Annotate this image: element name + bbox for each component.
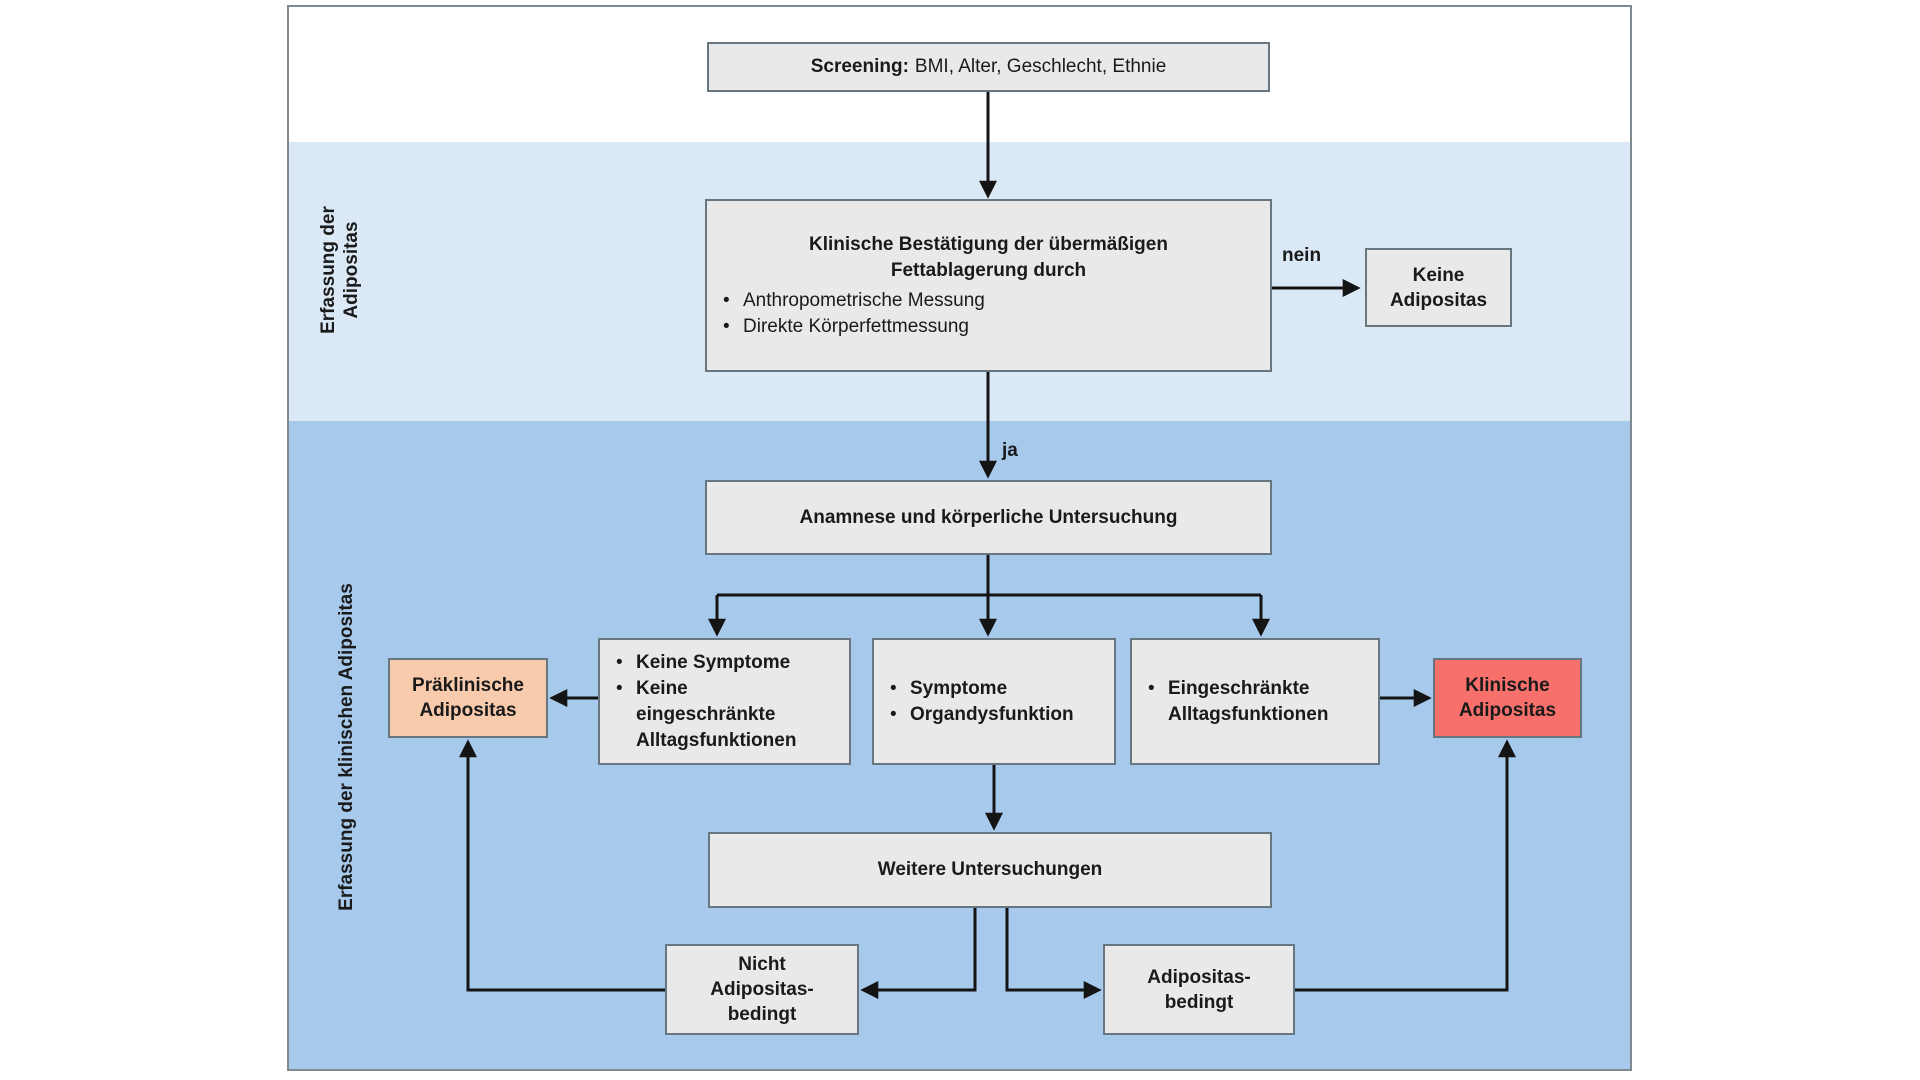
bullet-text: Eingeschränkte Alltagsfunktionen bbox=[1168, 677, 1329, 725]
node-text-line: Präklinische bbox=[412, 675, 524, 696]
node-text-line: Weitere Untersuchungen bbox=[877, 859, 1103, 880]
node-text-line: Anamnese und körperliche Untersuchung bbox=[799, 506, 1178, 528]
bullet-icon: • bbox=[616, 651, 623, 673]
bullet-text: Keine eingeschränkte Alltagsfunktionen bbox=[636, 677, 797, 751]
list-item: • Keine Symptome bbox=[600, 650, 849, 676]
bullet-icon: • bbox=[723, 315, 730, 337]
list-item: • Keine eingeschränkte Alltagsfunktionen bbox=[600, 676, 849, 754]
node-text-line: Adipositas- bbox=[1147, 966, 1251, 988]
band-label-line: Adipositas bbox=[341, 221, 362, 319]
screening-rest-text: BMI, Alter, Geschlecht, Ethnie bbox=[914, 56, 1167, 77]
node-eingeschraenkte-alltagsfunktionen: • Eingeschränkte Alltagsfunktionen bbox=[1130, 638, 1380, 765]
node-klinische-bestaetigung: Klinische Bestätigung der übermäßigen Fe… bbox=[705, 199, 1272, 372]
node-text-line: bedingt bbox=[727, 1004, 797, 1025]
bullet-icon: • bbox=[723, 289, 730, 311]
node-weitere-untersuchungen: Weitere Untersuchungen bbox=[708, 832, 1272, 908]
confirmation-title-line2: Fettablagerung durch bbox=[890, 259, 1087, 281]
list-item: • Anthropometrische Messung bbox=[707, 288, 1270, 314]
node-nicht-adipositas-bedingt: Nicht Adipositas- bedingt bbox=[665, 944, 859, 1035]
node-keine-symptome: • Keine Symptome • Keine eingeschränkte … bbox=[598, 638, 851, 765]
list-item: • Organdysfunktion bbox=[874, 702, 1114, 728]
node-text-line: Adipositas bbox=[1458, 700, 1557, 721]
bullet-text: Keine Symptome bbox=[636, 651, 791, 673]
node-text-line: Keine bbox=[1412, 264, 1465, 286]
edge-label-nein: nein bbox=[1282, 245, 1322, 266]
bullet-icon: • bbox=[890, 703, 897, 725]
node-text-line: Adipositas bbox=[419, 700, 517, 721]
band-label-erfassung-adipositas: Erfassung der Adipositas bbox=[317, 160, 363, 380]
edge-label-ja: ja bbox=[1002, 440, 1018, 461]
bullet-icon: • bbox=[616, 677, 623, 699]
node-screening: Screening: BMI, Alter, Geschlecht, Ethni… bbox=[707, 42, 1270, 92]
confirmation-title-line1: Klinische Bestätigung der übermäßigen bbox=[809, 233, 1168, 255]
node-text-line: Adipositas bbox=[1389, 289, 1488, 311]
bullet-text: Direkte Körperfettmessung bbox=[743, 315, 969, 337]
node-praeklinische-adipositas: Präklinische Adipositas bbox=[388, 658, 548, 738]
node-text-line: Nicht bbox=[738, 954, 786, 975]
band-label-erfassung-klinische-adipositas: Erfassung der klinischen Adipositas bbox=[336, 583, 357, 911]
list-item: • Symptome bbox=[874, 676, 1114, 702]
node-keine-adipositas: Keine Adipositas bbox=[1365, 248, 1512, 327]
screening-lead-text: Screening: bbox=[810, 56, 909, 77]
bullet-icon: • bbox=[1148, 677, 1155, 699]
bullet-text: Symptome bbox=[910, 677, 1008, 699]
list-item: • Eingeschränkte Alltagsfunktionen bbox=[1132, 676, 1378, 728]
band-label-line: Erfassung der bbox=[318, 206, 339, 334]
bullet-text: Anthropometrische Messung bbox=[743, 289, 985, 311]
node-anamnese: Anamnese und körperliche Untersuchung bbox=[705, 480, 1272, 555]
list-item: • Direkte Körperfettmessung bbox=[707, 314, 1270, 340]
node-text-line: bedingt bbox=[1164, 991, 1234, 1013]
node-adipositas-bedingt: Adipositas- bedingt bbox=[1103, 944, 1295, 1035]
node-text-line: Adipositas- bbox=[710, 979, 814, 1000]
node-symptome: • Symptome • Organdysfunktion bbox=[872, 638, 1116, 765]
bullet-icon: • bbox=[890, 677, 897, 699]
node-klinische-adipositas: Klinische Adipositas bbox=[1433, 658, 1582, 738]
bullet-text: Organdysfunktion bbox=[910, 703, 1074, 725]
node-text-line: Klinische bbox=[1465, 675, 1550, 696]
